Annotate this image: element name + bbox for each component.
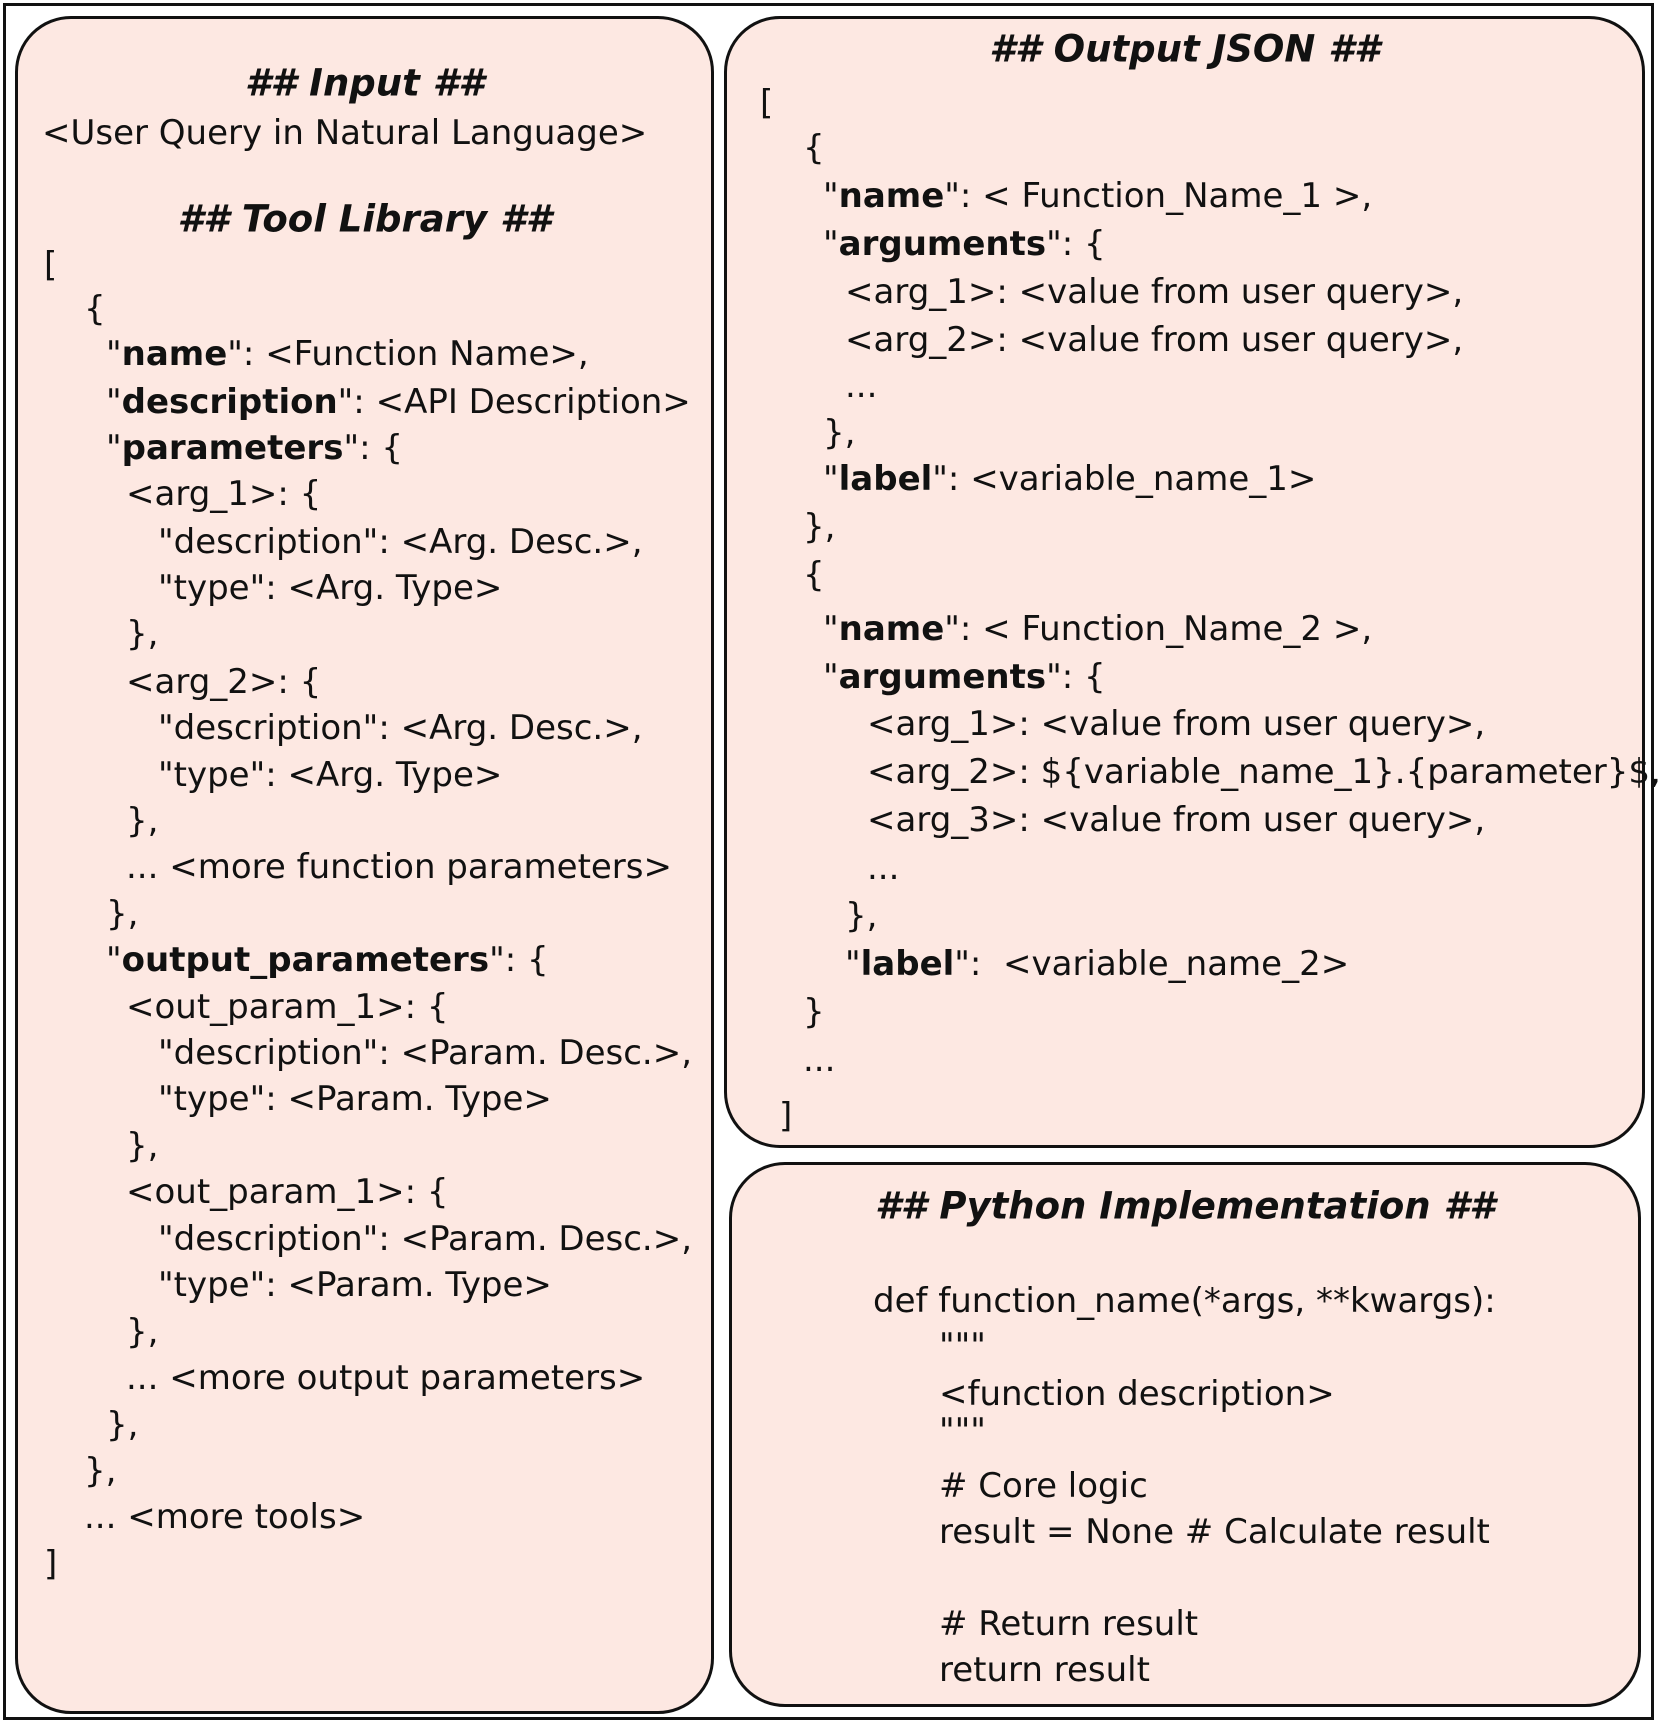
python-implementation-heading: ## Python Implementation ## (874, 1184, 1495, 1228)
tool-parameters-key: parameters (121, 428, 344, 468)
call2-arg1: <arg_1>: <value from user query>, (867, 704, 1486, 744)
return-line: return result (939, 1650, 1150, 1690)
call2-arguments-open: ": { (1046, 657, 1106, 697)
arg1-type: "type": <Arg. Type> (158, 568, 503, 608)
call2-name-line: "name": < Function_Name_2 >, (823, 609, 1373, 649)
more-output-parameters: ... <more output parameters> (126, 1358, 646, 1398)
docstring-open: """ (939, 1326, 986, 1366)
out-param1-line: <out_param_1>: { (126, 987, 449, 1027)
more-calls: ... (803, 1040, 836, 1080)
def-line: def function_name(*args, **kwargs): (873, 1281, 1496, 1321)
out-param1-description: "description": <Param. Desc.>, (158, 1033, 693, 1073)
tool-open-brace: { (84, 289, 106, 329)
arg2-description: "description": <Arg. Desc.>, (158, 708, 643, 748)
call1-arguments-line: "arguments": { (823, 224, 1106, 264)
arg1-line: <arg_1>: { (126, 474, 322, 514)
tool-close: }, (84, 1451, 117, 1491)
out-param2-type: "type": <Param. Type> (158, 1265, 552, 1305)
tool-description-line: "description": <API Description> (106, 382, 691, 422)
more-tools: ... <more tools> (84, 1497, 366, 1537)
call2-label-line: "label": <variable_name_2> (845, 944, 1350, 984)
call2-arg3: <arg_3>: <value from user query>, (867, 800, 1486, 840)
call2-open-brace: { (803, 555, 825, 595)
arg2-close: }, (126, 801, 159, 841)
tool-description-key: description (121, 382, 338, 422)
more-function-parameters: ... <more function parameters> (126, 847, 672, 887)
comment-core-logic: # Core logic (939, 1466, 1148, 1506)
out-param2-line: <out_param_1>: { (126, 1172, 449, 1212)
input-heading: ## Input ## (244, 61, 485, 105)
tool-name-key: name (121, 334, 228, 374)
user-query-text: <User Query in Natural Language> (42, 113, 648, 153)
call2-arguments-key: arguments (838, 657, 1047, 697)
output-open-bracket: [ (760, 83, 774, 123)
output-parameters-line: "output_parameters": { (106, 940, 549, 980)
docstring-close: """ (939, 1411, 986, 1451)
call1-more-args: ... (845, 366, 878, 406)
outer-frame (3, 3, 1654, 1720)
python-implementation-panel: ## Python Implementation ## def function… (729, 1162, 1641, 1707)
parameters-close: }, (106, 894, 139, 934)
arg2-type: "type": <Arg. Type> (158, 755, 503, 795)
out-param2-description: "description": <Param. Desc.>, (158, 1219, 693, 1259)
call1-name-line: "name": < Function_Name_1 >, (823, 176, 1373, 216)
result-line: result = None # Calculate result (939, 1512, 1490, 1552)
tool-library-open-bracket: [ (44, 245, 58, 285)
call1-open-brace: { (803, 128, 825, 168)
call2-more-args: ... (867, 848, 900, 888)
call1-label-key: label (838, 459, 933, 499)
call1-arg2: <arg_2>: <value from user query>, (845, 320, 1464, 360)
call1-label-value: ": <variable_name_1> (932, 459, 1317, 499)
out-param1-type: "type": <Param. Type> (158, 1079, 552, 1119)
call1-arguments-key: arguments (838, 224, 1047, 264)
call2-arguments-line: "arguments": { (823, 657, 1106, 697)
output-parameters-key: output_parameters (121, 940, 490, 980)
call2-close-brace: } (803, 992, 825, 1032)
output-parameters-open: : { (504, 940, 549, 980)
arg1-description: "description": <Arg. Desc.>, (158, 522, 643, 562)
output-close-bracket: ] (779, 1096, 793, 1136)
call2-label-key: label (860, 944, 955, 984)
call1-label-line: "label": <variable_name_1> (823, 459, 1317, 499)
out-param1-close: }, (126, 1126, 159, 1166)
tool-description-value: <API Description> (375, 382, 691, 422)
docstring-text: <function description> (939, 1374, 1335, 1414)
comment-return-result: # Return result (939, 1604, 1199, 1644)
output-json-heading: ## Output JSON ## (989, 27, 1380, 71)
call1-arguments-open: ": { (1046, 224, 1106, 264)
output-json-panel: ## Output JSON ## [ { "name": < Function… (724, 16, 1661, 1148)
call1-arguments-close: }, (823, 413, 856, 453)
tool-parameters-line: "parameters": { (106, 428, 403, 468)
call2-label-value: ": <variable_name_2> (954, 944, 1350, 984)
call1-close-brace: }, (803, 507, 836, 547)
call1-arg1: <arg_1>: <value from user query>, (845, 272, 1464, 312)
output-parameters-close: }, (106, 1405, 139, 1445)
call2-arg2: <arg_2>: ${variable_name_1}.{parameter}$… (867, 752, 1661, 792)
tool-library-close-bracket: ] (44, 1544, 58, 1584)
input-tool-library-panel: ## Input ## <User Query in Natural Langu… (15, 16, 714, 1714)
call2-name-value: ": < Function_Name_2 >, (944, 609, 1373, 649)
out-param2-close: }, (126, 1312, 159, 1352)
tool-parameters-open: : { (359, 428, 403, 468)
call1-name-key: name (838, 176, 945, 216)
tool-name-line: "name": <Function Name>, (106, 334, 589, 374)
arg1-close: }, (126, 614, 159, 654)
call2-arguments-close: }, (845, 896, 878, 936)
arg2-line: <arg_2>: { (126, 662, 322, 702)
tool-library-heading: ## Tool Library ## (177, 197, 552, 241)
call2-name-key: name (838, 609, 945, 649)
tool-name-value: <Function Name>, (265, 334, 589, 374)
call1-name-value: ": < Function_Name_1 >, (944, 176, 1373, 216)
